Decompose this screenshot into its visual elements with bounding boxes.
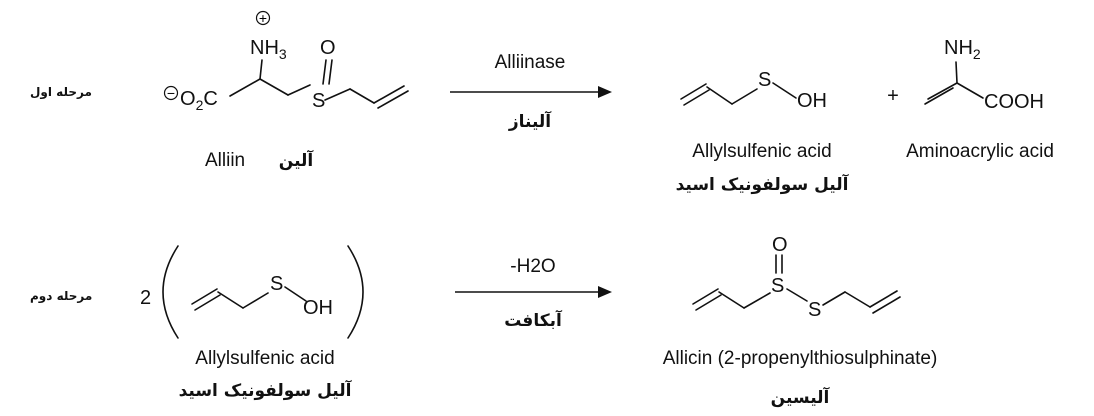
allicin-structure: S O S (692, 234, 901, 321)
alliin-name-fa: آلین (279, 149, 315, 171)
allylsulfenic-acid-structure: S OH (680, 69, 827, 112)
enzyme-name-fa: آلیناز (508, 110, 552, 132)
atom-nh2: NH2 (944, 37, 981, 62)
alliin-name-en: Alliin (205, 150, 245, 171)
atom-o-allicin: O (772, 234, 788, 256)
allylsulfenic-acid-name-en: Allylsulfenic acid (692, 141, 831, 162)
step-label-second: مرحله دوم (30, 289, 92, 304)
alliin-structure: + − NH3 O2C O S (163, 10, 409, 113)
atom-oh-product1: OH (797, 90, 827, 112)
negative-charge-sign: − (167, 85, 175, 101)
enzyme-name-en: Alliinase (495, 52, 566, 73)
atom-o-sulfoxide: O (320, 37, 336, 59)
right-parenthesis-icon (347, 245, 364, 339)
coefficient-2: 2 (140, 287, 151, 309)
atom-nh3: NH3 (250, 37, 287, 62)
atom-s-reactant2: S (270, 273, 283, 295)
allylsulfenic-acid-reactant-structure: S OH (191, 273, 333, 319)
atom-o2c: O2C (180, 88, 218, 113)
positive-charge-sign: + (259, 10, 267, 26)
atom-s: S (312, 90, 325, 112)
negative-charge-icon (163, 85, 179, 101)
atom-cooh: COOH (984, 91, 1044, 113)
allicin-name-fa: آلیسین (771, 386, 831, 408)
step-label-first: مرحله اول (30, 85, 92, 100)
aminoacrylic-acid-structure: NH2 COOH (924, 37, 1044, 113)
arrowhead-2-icon (598, 286, 612, 298)
reactant2-name-en: Allylsulfenic acid (195, 348, 334, 369)
aminoacrylic-acid-name-en: Aminoacrylic acid (906, 141, 1054, 162)
arrowhead-1-icon (598, 86, 612, 98)
allicin-name-en: Allicin (2-propenylthiosulphinate) (663, 348, 938, 369)
atom-s-sulfinyl: S (771, 275, 784, 297)
reagent-label: -H2O (510, 256, 555, 277)
positive-charge-icon (255, 10, 271, 26)
allylsulfenic-acid-name-fa: آلیل سولفونیک اسید (676, 173, 850, 195)
reactant2-name-fa: آلیل سولفونیک اسید (179, 379, 353, 401)
left-parenthesis-icon (162, 245, 179, 339)
atom-s-product1: S (758, 69, 771, 91)
atom-s-thio: S (808, 299, 821, 321)
atom-oh-reactant2: OH (303, 297, 333, 319)
plus-sign: + (887, 85, 899, 107)
reagent-label-fa: آبکافت (504, 309, 563, 331)
